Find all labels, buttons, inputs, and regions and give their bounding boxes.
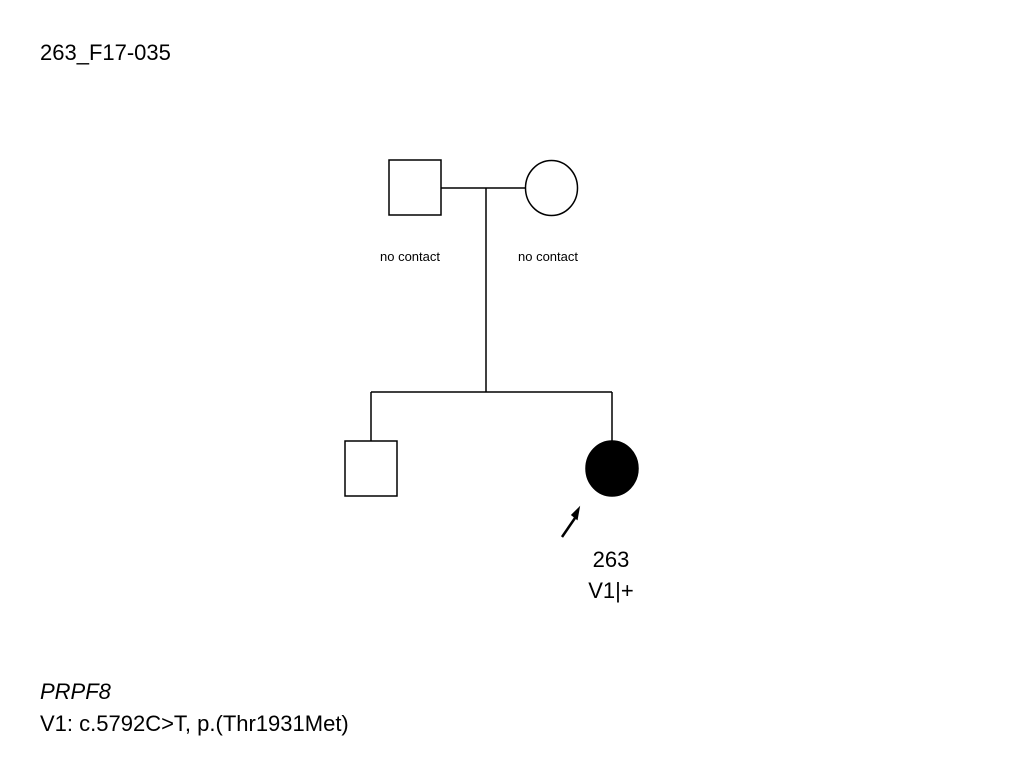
variant-legend: PRPF8 V1: c.5792C>T, p.(Thr1931Met) <box>40 676 349 740</box>
mother-note: no contact <box>518 249 578 264</box>
son-symbol <box>344 440 398 497</box>
proband-arrow-head <box>570 505 581 521</box>
family-id-label: 263_F17-035 <box>40 40 171 65</box>
proband-genotype-label: V1|+ <box>588 578 634 603</box>
father-note: no contact <box>380 249 440 264</box>
proband-arrow-shaft <box>560 517 577 538</box>
gene-name: PRPF8 <box>40 679 111 704</box>
variant-description: V1: c.5792C>T, p.(Thr1931Met) <box>40 711 349 736</box>
mother-symbol <box>524 159 579 217</box>
proband-id-label: 263 <box>592 547 630 572</box>
father-symbol <box>388 159 442 216</box>
proband-symbol <box>585 440 639 497</box>
